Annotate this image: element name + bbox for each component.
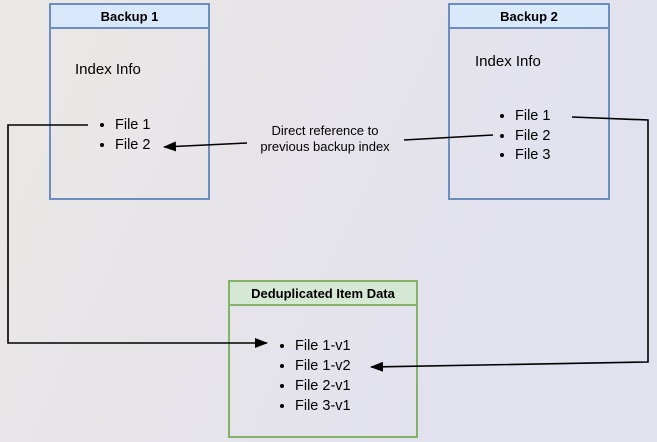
direct-reference-label: Direct reference to previous backup inde… xyxy=(260,123,390,154)
backup1-file-list: File 1 File 2 xyxy=(97,116,150,155)
backup2-index-info-label: Index Info xyxy=(475,53,541,70)
backup2-file-item: File 2 xyxy=(515,127,550,147)
backup2-file-item: File 3 xyxy=(515,146,550,166)
backup2-title: Backup 2 xyxy=(450,5,608,29)
backup1-file-item: File 2 xyxy=(115,136,150,156)
dedup-title: Deduplicated Item Data xyxy=(230,282,416,306)
backup1-file-item: File 1 xyxy=(115,116,150,136)
backup1-title: Backup 1 xyxy=(51,5,208,29)
backup2-body: Index Info File 1 File 2 File 3 xyxy=(450,29,608,198)
backup1-body: Index Info File 1 File 2 xyxy=(51,29,208,198)
backup2-file-list: File 1 File 2 File 3 xyxy=(497,107,550,166)
backup1-index-info-label: Index Info xyxy=(75,61,141,78)
backup2-file-item: File 1 xyxy=(515,107,550,127)
dedup-item-list: File 1-v1 File 1-v2 File 2-v1 File 3-v1 xyxy=(277,336,351,416)
dedup-body: File 1-v1 File 1-v2 File 2-v1 File 3-v1 xyxy=(230,306,416,436)
dedup-item: File 1-v2 xyxy=(295,356,351,376)
dedup-item: File 3-v1 xyxy=(295,396,351,416)
backup2-box: Backup 2 Index Info File 1 File 2 File 3 xyxy=(448,3,610,200)
backup1-box: Backup 1 Index Info File 1 File 2 xyxy=(49,3,210,200)
dedup-item: File 2-v1 xyxy=(295,376,351,396)
deduplicated-item-data-box: Deduplicated Item Data File 1-v1 File 1-… xyxy=(228,280,418,438)
dedup-item: File 1-v1 xyxy=(295,336,351,356)
